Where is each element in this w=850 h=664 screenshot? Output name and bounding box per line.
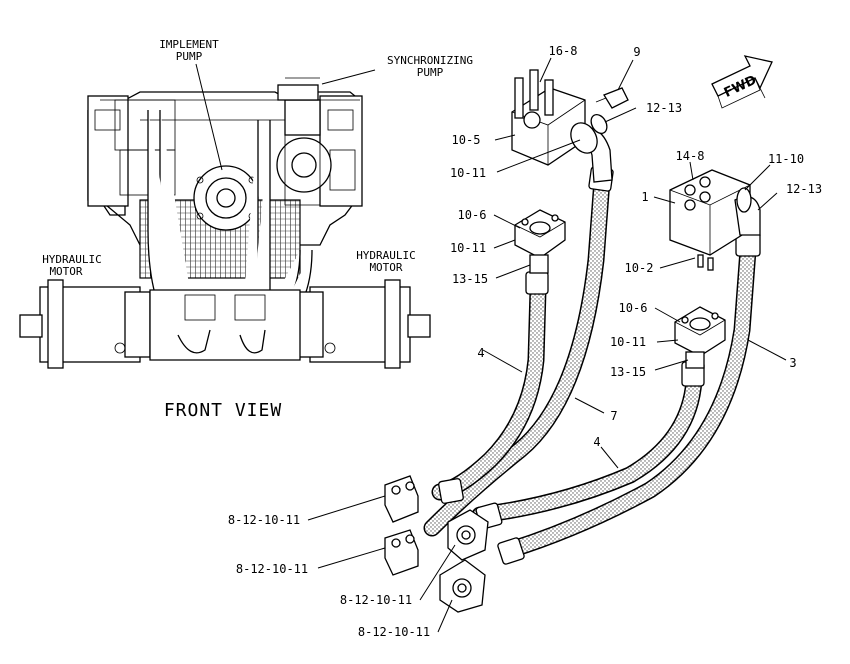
block-10-5 — [511, 69, 586, 166]
hydraulic-motor-right-label-line1: HYDRAULIC — [356, 249, 416, 262]
callout-12-13-right: 12-13 — [786, 182, 822, 196]
callout-13-15-b: 13-15 — [610, 365, 646, 379]
callout-10-2: 10-2 — [625, 261, 654, 275]
elbow-fitting-top — [570, 114, 613, 183]
callout-4-a: 4 — [477, 346, 484, 360]
hydraulic-motor-left-label-line2: MOTOR — [49, 265, 82, 278]
hydraulic-motor-right-label-line2: MOTOR — [369, 261, 402, 274]
implement-pump-leader — [195, 63, 223, 171]
callout-8-12-10-11-c: 8-12-10-11 — [340, 593, 412, 607]
front-view-drawing — [19, 77, 431, 369]
callout-9: 9 — [633, 45, 640, 59]
block-1 — [669, 169, 761, 271]
implement-pump-label-line1: IMPLEMENT — [159, 38, 219, 51]
callout-11-10: 11-10 — [768, 152, 804, 166]
sync-pump-leader — [321, 69, 376, 85]
callout-3: 3 — [789, 356, 796, 370]
callout-14-8: 14-8 — [676, 149, 705, 163]
lower-fittings — [384, 475, 489, 613]
sync-pump-label-line2: PUMP — [417, 66, 444, 79]
hydraulic-motor-left-label-line1: HYDRAULIC — [42, 253, 102, 266]
callout-8-12-10-11-b: 8-12-10-11 — [236, 562, 308, 576]
callout-7: 7 — [610, 409, 617, 423]
callout-10-6-a: 10-6 — [458, 208, 487, 222]
front-view-title: FRONT VIEW — [164, 400, 282, 421]
callout-8-12-10-11-d: 8-12-10-11 — [358, 625, 430, 639]
implement-pump-label-line2: PUMP — [176, 50, 203, 63]
callout-12-13-top: 12-13 — [646, 101, 682, 115]
callout-leaders — [307, 57, 787, 633]
flange-10-6-a — [514, 209, 566, 274]
callout-10-6-b: 10-6 — [619, 301, 648, 315]
flange-10-6-b — [674, 306, 726, 369]
callout-10-5: 10-5 — [452, 133, 481, 147]
callout-10-11-a: 10-11 — [450, 241, 486, 255]
callout-10-11-top: 10-11 — [450, 166, 486, 180]
callout-13-15-a: 13-15 — [452, 272, 488, 286]
callout-10-11-b: 10-11 — [610, 335, 646, 349]
callout-16-8: 16-8 — [549, 44, 578, 58]
hose-assembly — [423, 166, 761, 565]
callout-4-b: 4 — [593, 435, 600, 449]
fwd-arrow-icon — [711, 55, 773, 109]
fitting-9 — [595, 87, 629, 109]
sync-pump-label-line1: SYNCHRONIZING — [387, 54, 473, 67]
callout-8-12-10-11-a: 8-12-10-11 — [228, 513, 300, 527]
callout-1: 1 — [641, 190, 648, 204]
